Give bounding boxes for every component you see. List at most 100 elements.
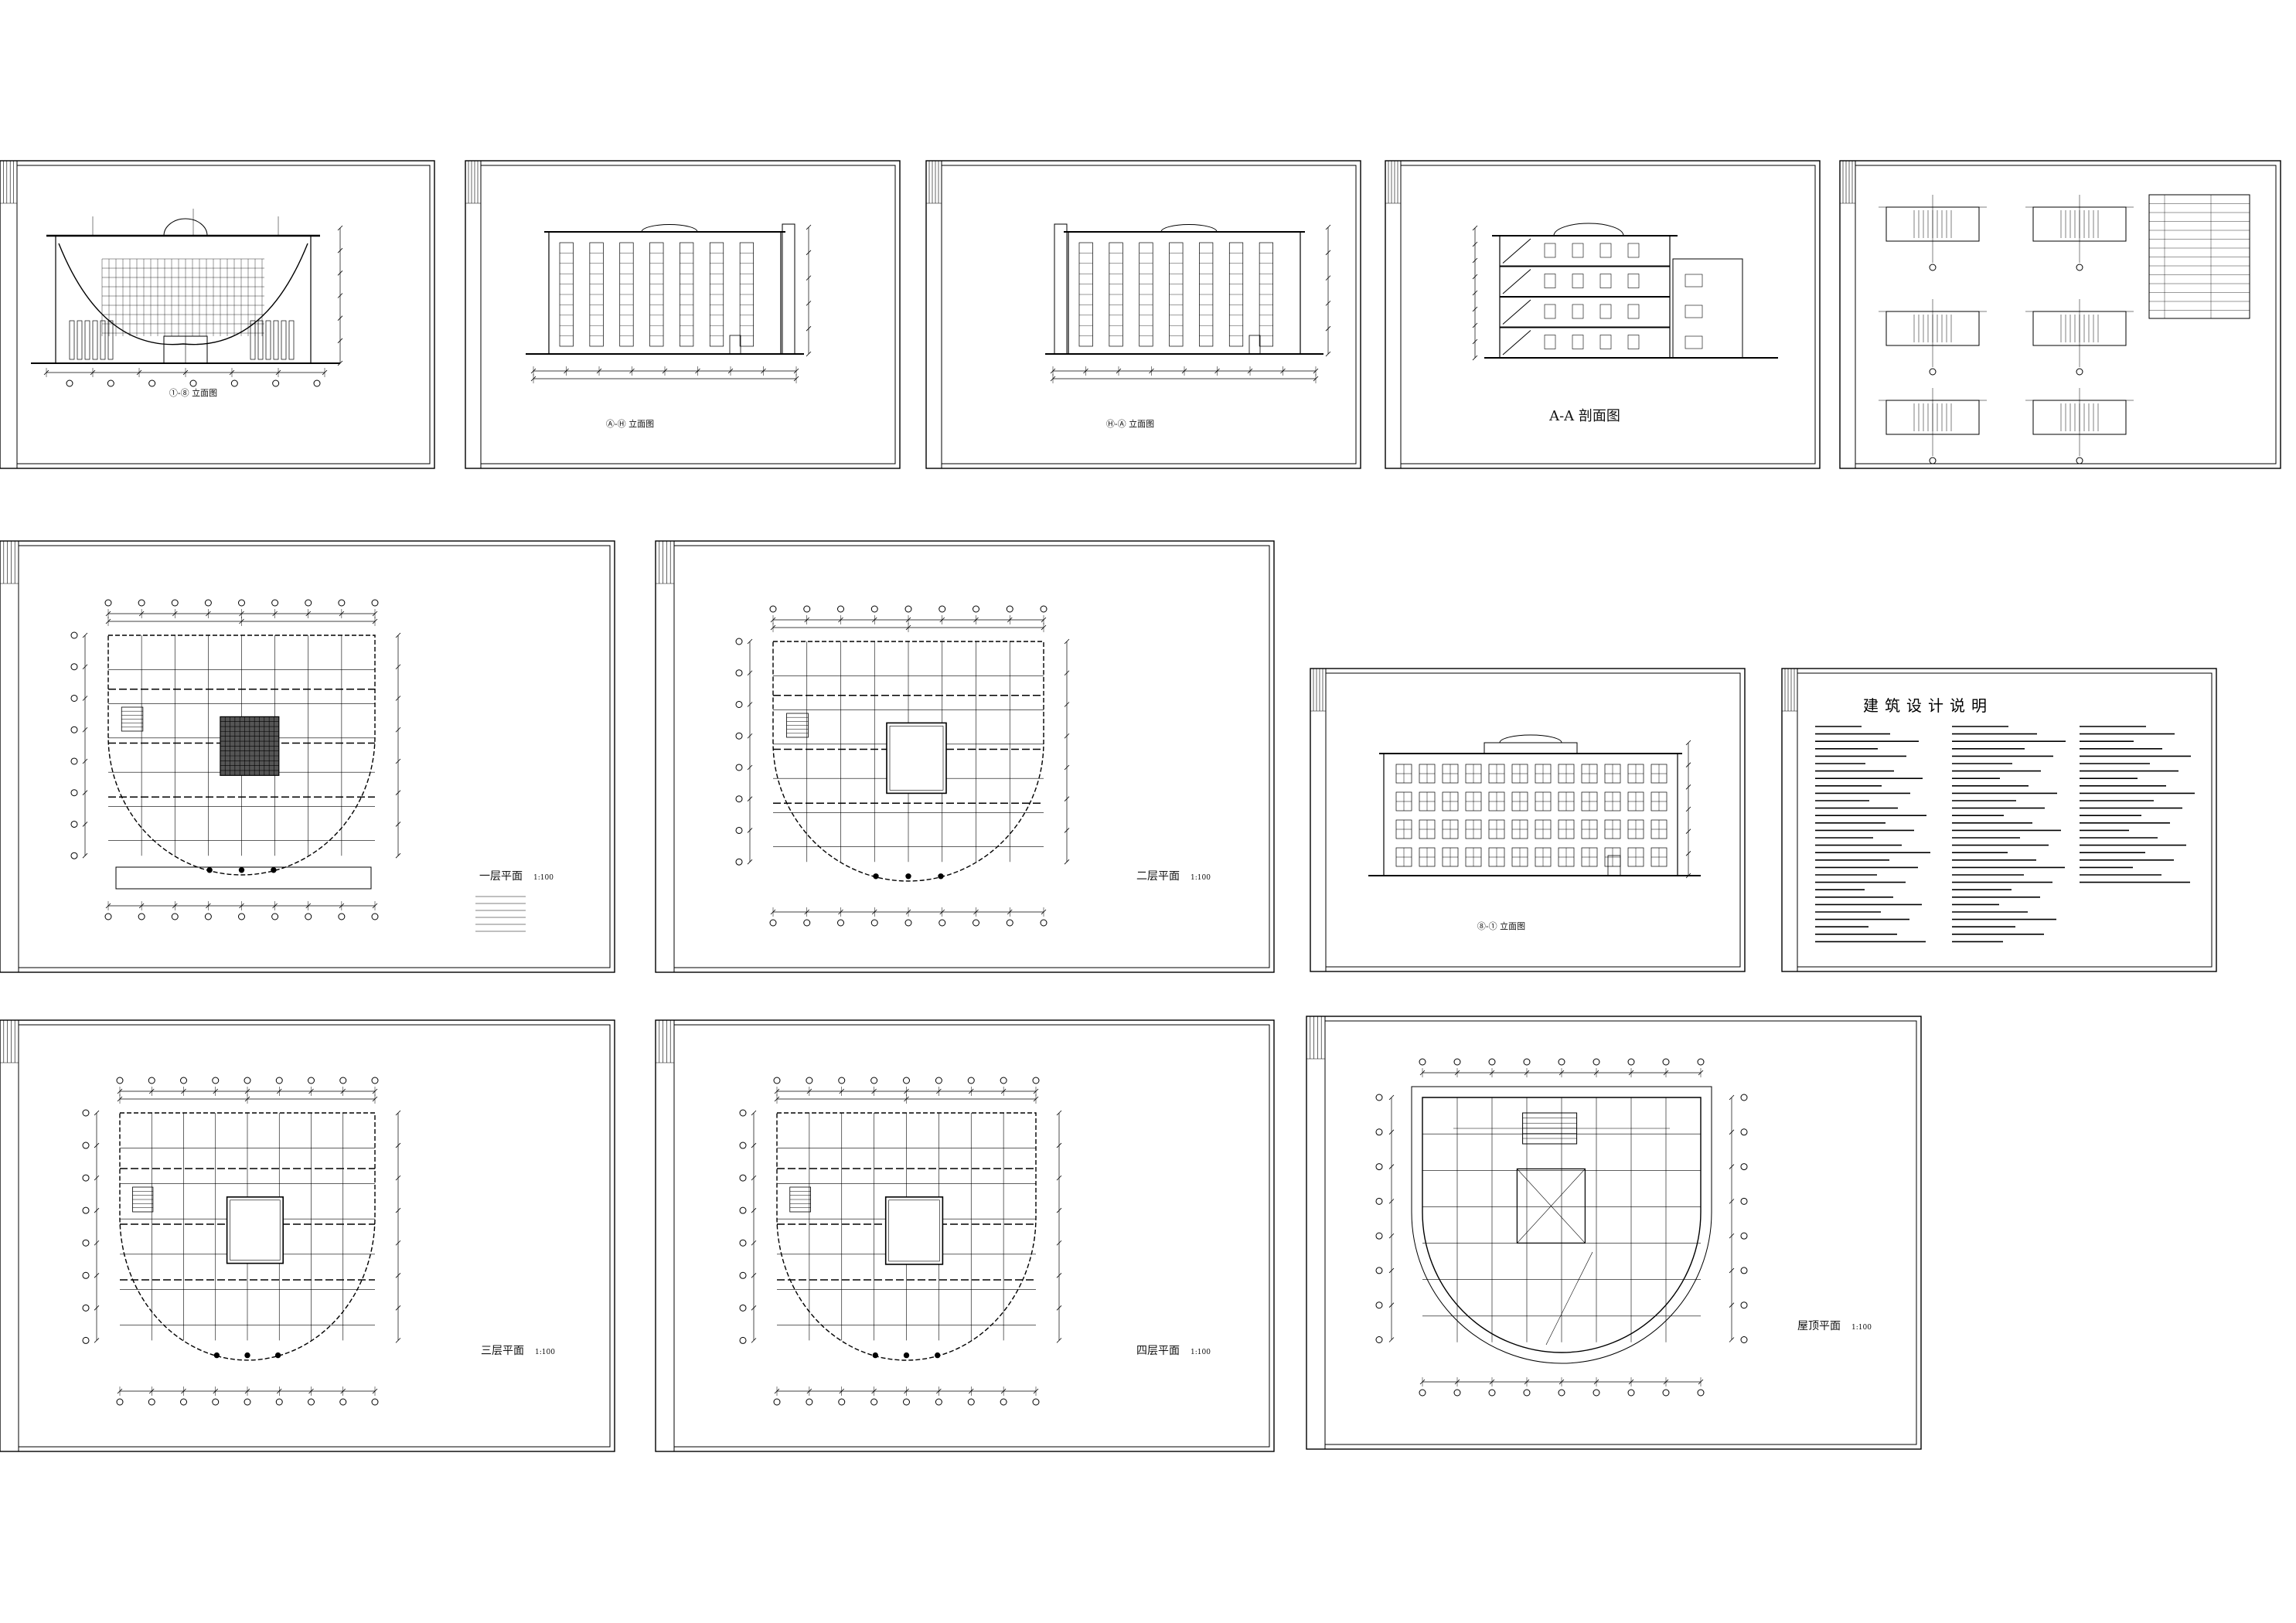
dimension-tick: [94, 1110, 100, 1116]
roof-dome: [641, 224, 698, 233]
sheet-inner-border: [1797, 672, 2213, 968]
section-window: [1572, 274, 1584, 288]
dimension-tick: [395, 758, 401, 764]
sheet-inner-border: [18, 545, 611, 968]
axis-bubble: [70, 757, 78, 765]
sheet-plan-roof: [1306, 1016, 1922, 1450]
dimension-tick: [751, 1207, 757, 1213]
axis-bubble: [82, 1304, 90, 1312]
axis-bubble: [1375, 1232, 1383, 1240]
dimension-tick: [751, 1240, 757, 1246]
axis-bubble: [171, 599, 179, 607]
dimension-tick: [1056, 1110, 1062, 1116]
axis-bubble: [272, 379, 280, 387]
dimension-tick: [1064, 733, 1070, 739]
stair-flight: [1502, 269, 1531, 294]
sheet-title-plan-floor-1: 一层平面: [479, 870, 523, 883]
title-strip-box: [1839, 160, 1856, 469]
axis-bubble: [973, 605, 979, 613]
dimension-tick: [751, 1273, 757, 1278]
dimension-tick: [1064, 670, 1070, 676]
column-right: [281, 320, 287, 360]
sheet-inner-border: [480, 165, 896, 464]
dimension-tick: [1064, 638, 1070, 645]
dimension-tick: [1685, 762, 1691, 767]
axis-bubble: [116, 1077, 124, 1084]
dimension-tick: [1056, 1240, 1062, 1246]
axis-bubble: [735, 795, 743, 803]
sheet-inner-border: [1325, 672, 1741, 968]
axis-bubble: [308, 1077, 315, 1084]
column: [873, 873, 879, 880]
dimension-tick: [806, 325, 812, 332]
dimension-tick: [82, 758, 88, 764]
axis-bubble: [735, 764, 743, 771]
sheet-scale-plan-floor-2: 1:100: [1191, 874, 1211, 882]
axis-bubble: [1558, 1389, 1565, 1397]
axis-bubble: [735, 826, 743, 834]
stair-flight: [1502, 238, 1531, 264]
sheet-scale-plan-floor-4: 1:100: [1191, 1349, 1211, 1356]
column: [271, 867, 277, 873]
column: [244, 1352, 250, 1359]
column-right: [257, 320, 264, 360]
sheet-scale-plan-roof: 1:100: [1851, 1324, 1872, 1332]
dimension-tick: [337, 293, 343, 298]
title-strip: [925, 160, 942, 469]
axis-bubble: [305, 599, 312, 607]
title-strip-box: [1306, 1016, 1326, 1450]
section-outline: [1499, 235, 1671, 359]
axis-bubble: [1375, 1267, 1383, 1274]
dimension-tick: [1064, 859, 1070, 865]
axis-bubble: [2076, 457, 2083, 464]
sheet-plan-floor-2: [655, 540, 1275, 973]
axis-bubble: [1375, 1301, 1383, 1309]
title-strip: [0, 160, 18, 469]
sheet-title-plan-floor-2: 二层平面: [1136, 870, 1180, 883]
section-window: [1544, 335, 1556, 349]
sheet-title-section-aa: A-A 剖面图: [1548, 408, 1620, 424]
section-window: [1572, 243, 1584, 258]
column-right: [250, 320, 256, 360]
roof-dome: [1499, 734, 1562, 743]
sheet-border: [0, 540, 615, 973]
axis-bubble: [904, 605, 912, 613]
axis-bubble: [70, 694, 78, 702]
axis-bubble: [244, 1398, 251, 1406]
dimension-tick: [395, 632, 401, 638]
axis-bubble: [371, 913, 379, 920]
axis-bubble: [1740, 1301, 1748, 1309]
axis-bubble: [66, 379, 73, 387]
roof-penthouse: [1484, 742, 1578, 754]
axis-bubble: [1740, 1267, 1748, 1274]
stair-flight: [1502, 299, 1531, 325]
sheet-plan-floor-3: [0, 1019, 615, 1452]
dimension-tick: [747, 733, 753, 739]
sheet-title-plan-floor-3: 三层平面: [481, 1345, 524, 1357]
title-strip-box: [465, 160, 482, 469]
dimension-tick: [1325, 250, 1331, 256]
dimension-tick: [1056, 1305, 1062, 1311]
axis-bubble: [338, 913, 346, 920]
axis-bubble: [70, 820, 78, 828]
axis-bubble: [1488, 1389, 1496, 1397]
dimension-tick: [1729, 1129, 1735, 1135]
column-left: [92, 320, 98, 360]
column: [905, 873, 911, 880]
sheet-border: [1306, 1016, 1922, 1450]
dimension-tick: [82, 852, 88, 859]
axis-bubble: [371, 1077, 379, 1084]
dimension-tick: [395, 1142, 401, 1148]
axis-bubble: [1627, 1058, 1635, 1066]
atrium-rail: [888, 1199, 940, 1262]
atrium-rail: [230, 1199, 281, 1261]
dimension-tick: [94, 1305, 100, 1311]
sheet-side-elevation-1: [465, 160, 901, 469]
axis-bubble: [1040, 919, 1048, 927]
axis-bubble: [2076, 264, 2083, 271]
dimension-tick: [1388, 1302, 1395, 1308]
entrance-door: [729, 335, 741, 355]
dimension-tick: [1472, 257, 1478, 264]
sheet-title-side-elevation-1: Ⓐ-Ⓗ 立面图: [606, 418, 654, 429]
axis-bubble: [138, 913, 145, 920]
